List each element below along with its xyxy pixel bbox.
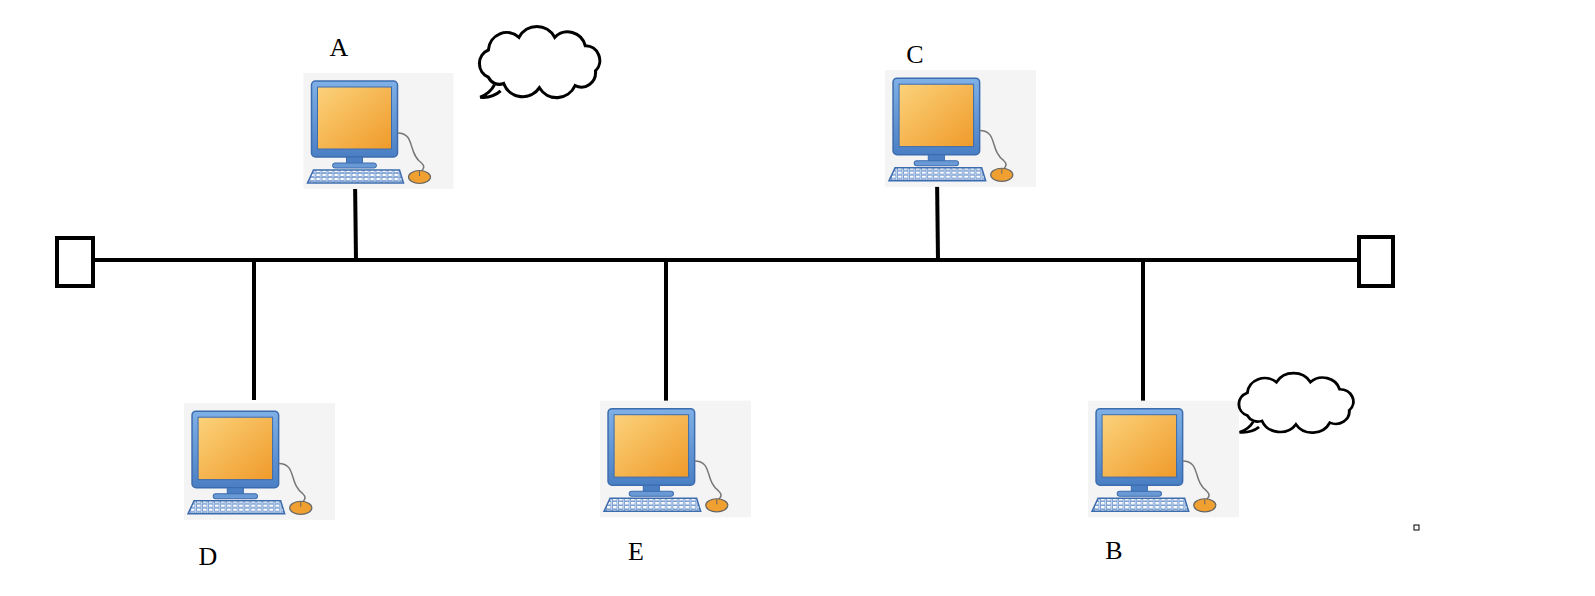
speech-cloud bbox=[479, 27, 599, 98]
stray-mark bbox=[1414, 525, 1419, 530]
node-label: A bbox=[328, 33, 351, 63]
node-label: D bbox=[197, 542, 220, 572]
computer-label: C bbox=[904, 40, 926, 72]
computer-icon bbox=[600, 401, 751, 518]
computers bbox=[184, 70, 1239, 520]
terminator bbox=[57, 238, 93, 286]
node-label: B bbox=[1103, 536, 1125, 566]
computer-icon bbox=[885, 70, 1036, 187]
drop-lines bbox=[254, 176, 1143, 410]
node-label: C bbox=[904, 40, 926, 70]
computer-label: A bbox=[328, 33, 351, 65]
speech-cloud bbox=[1239, 373, 1353, 433]
computer-icon bbox=[304, 73, 454, 189]
computer-label: E bbox=[626, 537, 646, 569]
computer-icon bbox=[1088, 401, 1239, 518]
node-label: E bbox=[626, 537, 646, 567]
computer-icon bbox=[184, 403, 335, 520]
terminator bbox=[1359, 237, 1393, 286]
computer-label: B bbox=[1103, 536, 1125, 568]
bus-cable bbox=[57, 237, 1393, 286]
computer-label: D bbox=[197, 542, 220, 574]
